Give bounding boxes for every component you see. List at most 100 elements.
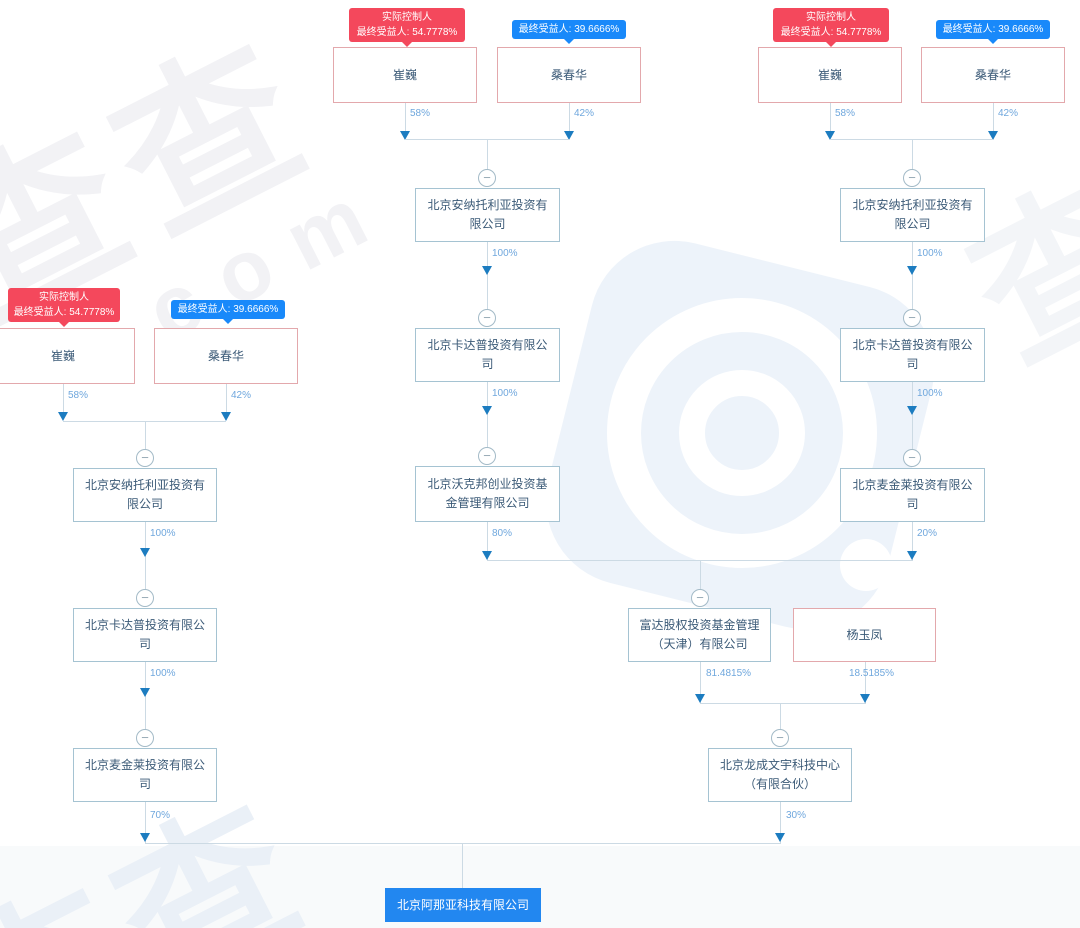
badge-line1: 实际控制人 [39,292,89,303]
person-name: 杨玉凤 [846,627,883,642]
arrow-down-icon [907,551,917,560]
percent-label: 18.5185% [849,668,895,679]
company-name: 北京卡达普投资有限公司 [852,338,973,371]
person-name: 桑春华 [550,67,587,82]
collapse-icon[interactable]: − [903,449,921,467]
person-box-cuiwei-left[interactable]: 崔巍 [0,328,135,384]
collapse-icon[interactable]: − [903,169,921,187]
ownership-line [487,522,488,561]
company-box-kadapu-left[interactable]: 北京卡达普投资有限公司 [73,608,217,662]
company-name: 北京麦金莱投资有限公司 [852,478,973,511]
company-box-anatolia-left[interactable]: 北京安纳托利亚投资有限公司 [73,468,217,522]
ownership-line [912,139,913,170]
arrow-down-icon [907,406,917,415]
badge-line2: 最终受益人: 54.7778% [780,27,882,38]
company-box-anaya-root[interactable]: 北京阿那亚科技有限公司 [385,888,541,922]
percent-label: 81.4815% [706,668,752,679]
collapse-icon[interactable]: − [136,589,154,607]
ownership-line [700,662,701,704]
badge-line1: 实际控制人 [806,12,856,23]
actual-controller-badge: 实际控制人 最终受益人: 54.7778% [773,8,889,47]
company-box-maijinlai-right[interactable]: 北京麦金莱投资有限公司 [840,468,985,522]
percent-label: 100% [917,248,943,259]
ownership-line [830,103,831,132]
ownership-line [145,802,146,843]
actual-controller-badge: 实际控制人 最终受益人: 54.7778% [8,288,120,327]
company-box-kadapu-mid[interactable]: 北京卡达普投资有限公司 [415,328,560,382]
company-name: 北京阿那亚科技有限公司 [396,897,529,912]
person-box-cuiwei-mid[interactable]: 崔巍 [333,47,477,103]
person-box-yangyufeng[interactable]: 杨玉凤 [793,608,936,662]
percent-label: 100% [150,528,176,539]
ownership-line [780,802,781,843]
person-name: 崔巍 [392,67,417,82]
ownership-line [865,662,866,704]
final-beneficiary-badge: 最终受益人: 39.6666% [936,20,1050,44]
person-name: 崔巍 [50,348,75,363]
company-box-longcheng[interactable]: 北京龙成文宇科技中心（有限合伙） [708,748,852,802]
arrow-down-icon [482,551,492,560]
percent-label: 70% [150,810,171,821]
percent-label: 42% [574,108,595,119]
collapse-icon[interactable]: − [478,169,496,187]
company-box-wokebang[interactable]: 北京沃克邦创业投资基金管理有限公司 [415,466,560,522]
collapse-icon[interactable]: − [478,309,496,327]
person-box-cuiwei-right[interactable]: 崔巍 [758,47,902,103]
collapse-icon[interactable]: − [136,449,154,467]
percent-label: 58% [68,390,89,401]
company-box-anatolia-mid[interactable]: 北京安纳托利亚投资有限公司 [415,188,560,242]
company-box-fuda[interactable]: 富达股权投资基金管理（天津）有限公司 [628,608,771,662]
person-name: 桑春华 [974,67,1011,82]
arrow-down-icon [221,412,231,421]
person-box-sangchunhua-right[interactable]: 桑春华 [921,47,1065,103]
badge-pointer [826,42,836,47]
person-box-sangchunhua-mid[interactable]: 桑春华 [497,47,641,103]
arrow-down-icon [775,833,785,842]
merge-line [63,421,226,422]
percent-label: 42% [231,390,252,401]
collapse-icon[interactable]: − [478,447,496,465]
percent-label: 100% [492,248,518,259]
badge-pointer [402,42,412,47]
badge-line2: 最终受益人: 54.7778% [13,307,115,318]
arrow-down-icon [140,548,150,557]
badge-line1: 最终受益人: 39.6666% [177,304,279,315]
person-box-sangchunhua-left[interactable]: 桑春华 [154,328,298,384]
merge-line [830,139,993,140]
collapse-icon[interactable]: − [136,729,154,747]
arrow-down-icon [695,694,705,703]
company-box-anatolia-right[interactable]: 北京安纳托利亚投资有限公司 [840,188,985,242]
final-beneficiary-badge: 最终受益人: 39.6666% [171,300,285,324]
collapse-icon[interactable]: − [771,729,789,747]
company-box-kadapu-right[interactable]: 北京卡达普投资有限公司 [840,328,985,382]
ownership-line [993,103,994,132]
arrow-down-icon [988,131,998,140]
badge-line2: 最终受益人: 54.7778% [356,27,458,38]
arrow-down-icon [482,266,492,275]
ownership-line [780,703,781,729]
ownership-line [912,242,913,310]
ownership-line [487,242,488,310]
arrow-down-icon [400,131,410,140]
company-name: 北京卡达普投资有限公司 [427,338,548,371]
percent-label: 30% [786,810,807,821]
badge-line1: 实际控制人 [382,12,432,23]
percent-label: 100% [492,388,518,399]
collapse-icon[interactable]: − [691,589,709,607]
ownership-line [405,103,406,132]
actual-controller-badge: 实际控制人 最终受益人: 54.7778% [349,8,465,47]
badge-line1: 最终受益人: 39.6666% [942,24,1044,35]
collapse-icon[interactable]: − [903,309,921,327]
person-name: 崔巍 [817,67,842,82]
company-name: 北京麦金莱投资有限公司 [84,758,205,791]
ownership-line [462,843,463,888]
company-name: 北京龙成文宇科技中心（有限合伙） [719,758,840,791]
percent-label: 58% [835,108,856,119]
company-name: 富达股权投资基金管理（天津）有限公司 [639,618,760,651]
company-box-maijinlai-left[interactable]: 北京麦金莱投资有限公司 [73,748,217,802]
percent-label: 42% [998,108,1019,119]
arrow-down-icon [482,406,492,415]
ownership-line [912,382,913,449]
ownership-line [700,560,701,589]
